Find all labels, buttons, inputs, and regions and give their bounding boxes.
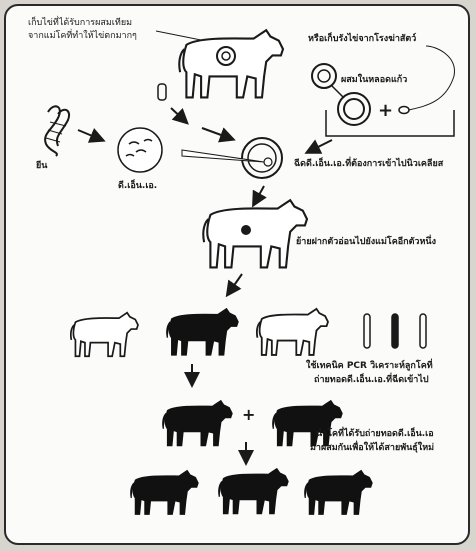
new-breed-cow-1 [131,471,198,515]
pointer-line [156,31,206,41]
arrow-gene-dna [78,130,102,140]
mating-cow-1 [163,401,232,446]
label-transfer: ย้ายฝากตัวอ่อนไปยังแม่โคอีกตัวหนึ่ง [296,234,436,247]
chromosome-icon [45,106,69,156]
label-gene: ยีน [35,160,48,171]
mating-plus: + [242,405,255,424]
label-collect-eggs-2: จากแม่โคที่ทำให้ไข่ตกมากๆ [28,28,137,41]
petri-dish-icon [118,128,162,172]
label-dna: ดี.เอ็น.เอ. [118,178,157,191]
arrow-to-recipient [254,186,264,204]
label-in-vitro: ผสมในหลอดแก้ว [341,73,407,85]
vial-icon [158,84,166,100]
offspring-cow-white-2 [257,309,328,355]
diagram-card: เก็บไข่ที่ได้รับการผสมเทียม จากแม่โคที่ท… [4,4,470,545]
arrow-from-invitro [308,140,332,152]
injection-egg-icon [242,138,282,178]
label-collect-eggs-1: เก็บไข่ที่ได้รับการผสมเทียม [28,15,132,28]
label-mate-1: นำโคที่ได้รับถ่ายทอดดี.เอ็น.เอ [316,426,434,439]
syringe-icon [182,150,264,162]
sperm-icon [399,46,454,114]
transgenic-cattle-diagram: เก็บไข่ที่ได้รับการผสมเทียม จากแม่โคที่ท… [6,6,470,545]
new-breed-cow-3 [305,471,372,515]
recipient-cow-icon [203,200,307,267]
egg-cell-icon [338,93,370,125]
label-slaughter-ovary: หรือเก็บรังไข่จากโรงฆ่าสัตว์ [308,31,416,44]
pcr-gel-icon [364,314,426,348]
label-inject: ฉีดดี.เอ็น.เอ.ที่ต้องการเข้าไปนิวเคลียส [294,156,444,169]
embryo-marker-icon [241,225,251,235]
arrow-vial [171,108,186,122]
new-breed-cow-2 [219,469,288,514]
offspring-cow-white-1 [71,313,138,357]
arrow-to-injection [202,128,232,139]
ovary-magnifier-icon [312,64,344,98]
label-pcr-1: ใช้เทคนิค PCR วิเคราะห์ลูกโคที่ [306,358,433,371]
plus-sign: + [378,100,393,121]
arrow-to-offspring [228,274,242,294]
label-pcr-2: ถ่ายทอดดี.เอ็น.เอ.ที่ฉีดเข้าไป [314,372,429,385]
offspring-cow-black [167,309,238,355]
